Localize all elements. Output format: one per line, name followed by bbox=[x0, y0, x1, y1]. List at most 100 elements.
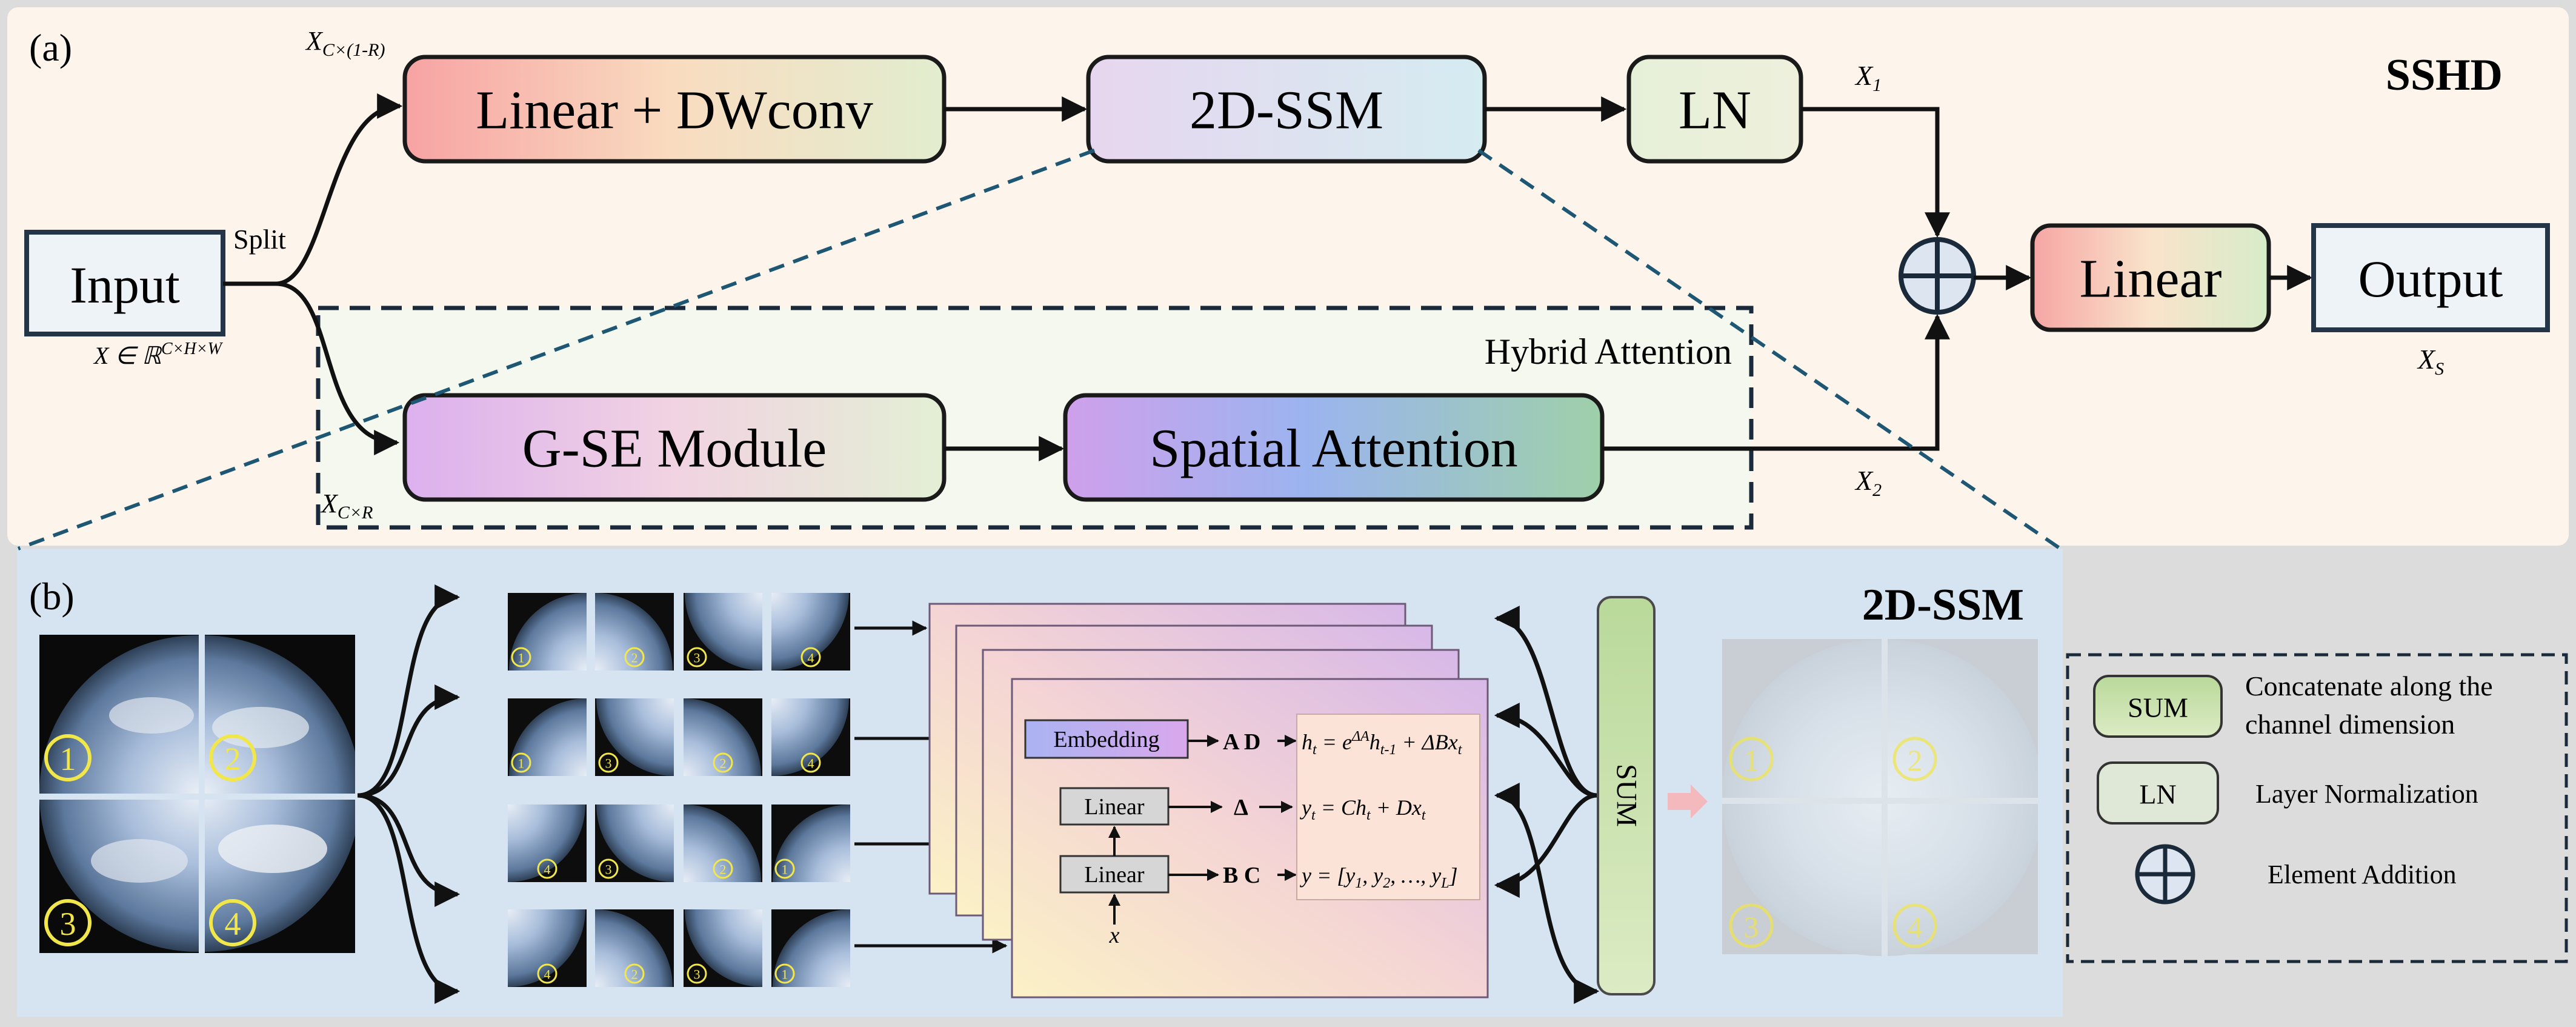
spatial-attention-label: Spatial Attention bbox=[1150, 419, 1517, 479]
scan-patch: 1 bbox=[508, 593, 587, 671]
sum-bar bbox=[1597, 596, 1656, 995]
input-label: Input bbox=[70, 256, 180, 314]
panel-b-title: 2D-SSM bbox=[1862, 580, 2024, 630]
input-box bbox=[24, 230, 225, 336]
x-bottom-label: XC×R bbox=[320, 489, 373, 523]
label-x: x bbox=[1109, 923, 1120, 948]
hybrid-attention-label: Hybrid Attention bbox=[1485, 332, 1732, 372]
linear-label: Linear bbox=[2080, 249, 2222, 309]
legend-sum-desc-1: Concatenate along the bbox=[2245, 671, 2493, 701]
faded-quadrant-badges: 1 2 3 4 bbox=[1729, 737, 1937, 948]
ln-label: LN bbox=[1679, 81, 1751, 141]
panel-b-label: (b) bbox=[29, 575, 75, 618]
scan-patch-label: 3 bbox=[605, 756, 612, 771]
equation-panel bbox=[1296, 714, 1480, 900]
linear-1-label: Linear bbox=[1084, 794, 1145, 820]
scan-patch-label: 4 bbox=[808, 651, 814, 666]
split-label: Split bbox=[233, 224, 286, 255]
scan-patch: 3 bbox=[684, 593, 762, 671]
scan-patch-label: 1 bbox=[518, 651, 525, 666]
scan-fanout-arrows bbox=[357, 584, 461, 1004]
split-to-linear-dwconv-arrow bbox=[223, 93, 403, 286]
scan-patch: 3 bbox=[595, 698, 674, 776]
scan-patch: 2 bbox=[684, 698, 762, 776]
scan-row-4: 4 2 3 1 bbox=[508, 909, 850, 987]
quadrant-label-3: 3 bbox=[60, 906, 76, 942]
output-box bbox=[2311, 223, 2550, 332]
scan-patch: 1 bbox=[508, 698, 587, 776]
zoom-line-right bbox=[1477, 149, 2062, 550]
linear-1-box bbox=[1059, 787, 1170, 826]
scan-patch-label: 3 bbox=[694, 651, 701, 666]
scan-patch: 1 bbox=[771, 805, 850, 882]
label-ad: A D bbox=[1223, 729, 1260, 755]
scan-row-1: 1 2 3 4 bbox=[508, 593, 850, 671]
input-math: X ∈ ℝC×H×W bbox=[93, 340, 224, 369]
x1-label: X1 bbox=[1854, 60, 1882, 95]
legend-sum-swatch bbox=[2093, 675, 2223, 738]
scan-patch: 1 bbox=[771, 909, 850, 987]
scan-patch-label: 4 bbox=[808, 756, 814, 771]
label-delta: Δ bbox=[1234, 795, 1248, 820]
scan-patch-label: 4 bbox=[544, 862, 551, 877]
scan-patch: 4 bbox=[771, 698, 850, 776]
split-to-gse-arrow bbox=[275, 281, 400, 455]
scan-order-rows: 1 2 3 4 1 3 2 4 4 3 2 1 4 2 3 1 bbox=[508, 593, 850, 987]
ln-to-add-arrow bbox=[1801, 107, 1950, 238]
embedding-label: Embedding bbox=[1053, 727, 1159, 752]
scan-patch: 2 bbox=[595, 909, 674, 987]
scan-patch-label: 2 bbox=[720, 862, 727, 877]
spatial-to-add-arrow bbox=[1602, 313, 1950, 451]
scan-patch: 2 bbox=[595, 593, 674, 671]
scan-patch-label: 1 bbox=[782, 967, 788, 982]
sky-image-quadrants bbox=[39, 635, 355, 953]
scan-patch: 4 bbox=[508, 805, 587, 882]
scan-patch-label: 4 bbox=[544, 967, 551, 982]
legend-sum-desc-2: channel dimension bbox=[2245, 709, 2455, 740]
embedding-box bbox=[1024, 719, 1189, 759]
scan-row-3: 4 3 2 1 bbox=[508, 805, 850, 882]
sum-label: SUM bbox=[1611, 764, 1643, 827]
scan-patch-label: 1 bbox=[782, 862, 788, 877]
equation-2: yt = Cht + Dxt bbox=[1300, 795, 1426, 823]
pink-output-arrow bbox=[1668, 784, 1708, 818]
linear-2-label: Linear bbox=[1084, 862, 1145, 888]
scan-patch-label: 3 bbox=[694, 967, 701, 982]
scan-patch: 4 bbox=[508, 909, 587, 987]
legend-ln-swatch bbox=[2097, 761, 2219, 825]
quadrant-label-4: 4 bbox=[225, 906, 241, 942]
sky-quadrant-3 bbox=[39, 800, 199, 952]
scan-patch: 3 bbox=[595, 805, 674, 882]
ssm-to-sum-arrows bbox=[1494, 606, 1600, 1004]
xs-label: XS bbox=[2417, 344, 2444, 379]
sky-quadrant-1 bbox=[39, 635, 199, 794]
faded-quadrant-label-1: 1 bbox=[1744, 743, 1759, 777]
legend-sum-key: SUM bbox=[2128, 692, 2188, 723]
panel-a-label: (a) bbox=[29, 26, 72, 69]
quadrant-badges: 1 2 3 4 bbox=[44, 734, 256, 946]
zoom-line-left bbox=[17, 149, 1096, 550]
scan-row-2: 1 3 2 4 bbox=[508, 698, 850, 776]
equation-1: ht = eΔAht-1 + ΔBxt bbox=[1302, 729, 1463, 758]
scan-patch: 3 bbox=[684, 909, 762, 987]
equation-3: y = [y1, y2, …, yL] bbox=[1300, 863, 1458, 891]
quadrant-label-1: 1 bbox=[60, 741, 76, 777]
faded-quadrant-label-2: 2 bbox=[1908, 743, 1923, 777]
output-label: Output bbox=[2358, 250, 2503, 308]
scan-patch-label: 1 bbox=[518, 756, 525, 771]
scan-patch-label: 2 bbox=[631, 967, 638, 982]
x-top-label: XC×(1-R) bbox=[305, 26, 385, 60]
faded-quadrant-label-4: 4 bbox=[1908, 910, 1923, 944]
scan-patch-label: 3 bbox=[605, 862, 612, 877]
quadrant-label-2: 2 bbox=[225, 741, 241, 777]
legend-add-icon bbox=[2135, 844, 2195, 905]
legend-add-desc: Element Addition bbox=[2268, 860, 2457, 889]
panel-a-title: SSHD bbox=[2386, 50, 2503, 100]
element-addition-icon bbox=[1899, 237, 1976, 315]
faded-quadrant-label-3: 3 bbox=[1744, 910, 1759, 944]
faded-sky-output bbox=[1722, 639, 2038, 956]
label-bc: B C bbox=[1223, 863, 1260, 888]
legend-box bbox=[2066, 653, 2568, 963]
